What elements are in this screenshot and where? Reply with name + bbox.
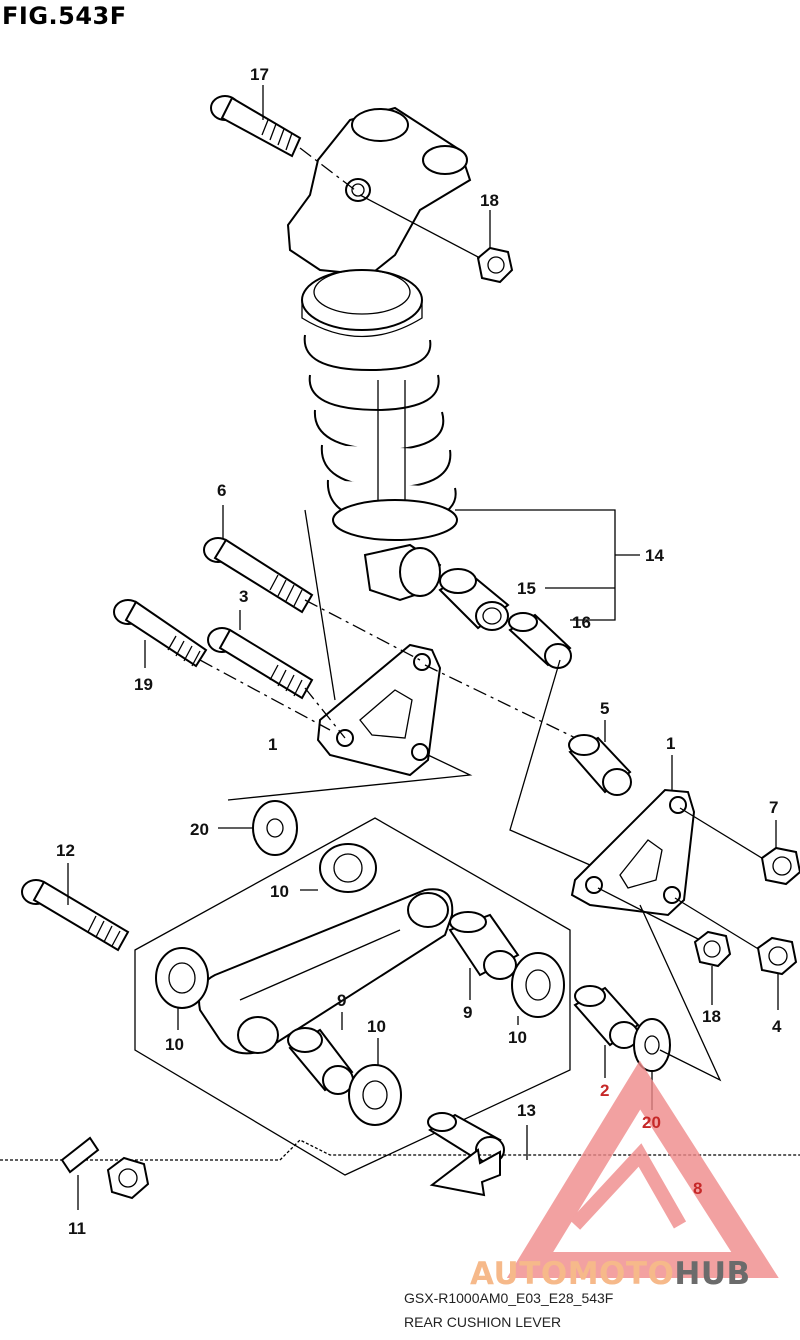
callout-7: 7 — [769, 798, 778, 817]
callout-1-right: 1 — [666, 734, 675, 753]
callout-14: 14 — [645, 546, 664, 565]
callout-16: 16 — [572, 613, 591, 632]
callout-9-center: 9 — [337, 991, 346, 1010]
collar-16 — [508, 612, 572, 669]
bushing-15 — [438, 568, 510, 631]
caption-model-code: GSX-R1000AM0_E03_E28_543F — [404, 1290, 614, 1306]
cushion-lever — [198, 888, 454, 1055]
nut-18-top — [476, 246, 514, 284]
callout-9-right: 9 — [463, 1003, 472, 1022]
bearing-10-c — [511, 952, 565, 1018]
bearing-10-b — [155, 947, 209, 1009]
washer-20-top — [252, 800, 298, 856]
bolt-3 — [207, 627, 314, 700]
collar-2 — [573, 985, 640, 1049]
callout-10-right: 10 — [508, 1028, 527, 1047]
callout-18-top: 18 — [480, 191, 499, 210]
shock-absorber — [286, 106, 472, 602]
forward-arrow-icon — [429, 1148, 501, 1197]
callout-13: 13 — [517, 1101, 536, 1120]
plate-1-right — [570, 788, 696, 917]
caption-name: REAR CUSHION LEVER — [404, 1314, 562, 1330]
bearing-10-d — [348, 1064, 402, 1126]
callout-1-left: 1 — [268, 735, 277, 754]
nut-18-lower — [693, 930, 732, 968]
callout-2: 2 — [600, 1081, 609, 1100]
nut-7 — [760, 846, 800, 886]
callout-20-lower: 20 — [642, 1113, 661, 1132]
figure-title: FIG.543F — [2, 2, 127, 30]
callout-20-top: 20 — [190, 820, 209, 839]
callout-10-top: 10 — [270, 882, 289, 901]
watermark-gray: HUB — [674, 1256, 751, 1292]
bolt-17 — [210, 95, 302, 158]
bolt-12 — [21, 879, 130, 952]
callout-5: 5 — [600, 699, 609, 718]
callout-19: 19 — [134, 675, 153, 694]
callout-18-lower: 18 — [702, 1007, 721, 1026]
callout-12: 12 — [56, 841, 75, 860]
callout-8: 8 — [693, 1179, 702, 1198]
callout-6: 6 — [217, 481, 226, 500]
nut-4 — [756, 936, 798, 976]
callout-3: 3 — [239, 587, 248, 606]
collar-5 — [568, 734, 632, 796]
automotohub-logo — [506, 1060, 779, 1278]
bolt-19 — [113, 599, 208, 668]
bearing-10-a — [319, 843, 377, 893]
callout-10-center: 10 — [367, 1017, 386, 1036]
watermark-text: AUTOMOTOHUB — [470, 1256, 751, 1292]
bearing-9-a — [448, 911, 520, 980]
watermark-colored: AUTOMOTO — [470, 1256, 675, 1292]
callout-11: 11 — [68, 1219, 86, 1238]
bearing-9-b — [287, 1027, 354, 1095]
callout-4: 4 — [772, 1017, 782, 1036]
callout-15: 15 — [517, 579, 536, 598]
callout-10-left: 10 — [165, 1035, 184, 1054]
callout-17: 17 — [250, 65, 269, 84]
nut-11 — [60, 1136, 150, 1200]
plate-1-left — [316, 643, 442, 777]
bolt-6 — [203, 537, 314, 614]
